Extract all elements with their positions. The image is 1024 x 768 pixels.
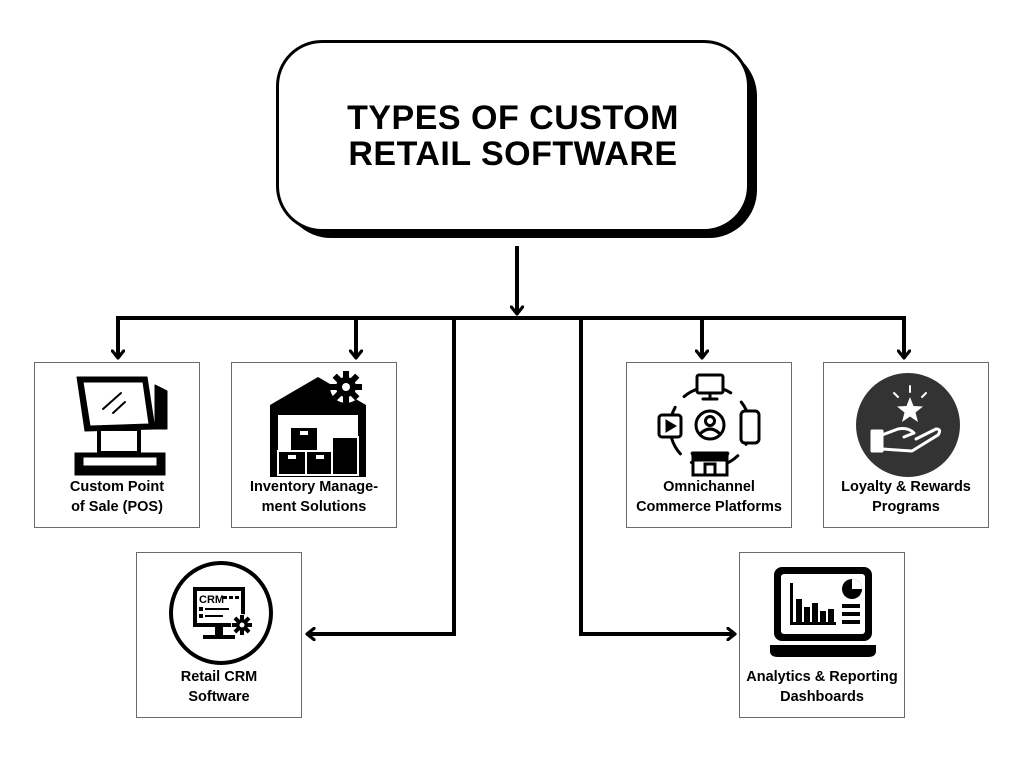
pos-terminal-icon [74, 376, 168, 476]
card-inventory-management: Inventory Manage- ment Solutions [231, 362, 397, 528]
card-label: Analytics & Reporting Dashboards [746, 669, 898, 705]
card-label: Omnichannel Commerce Platforms [636, 479, 782, 515]
title-box: TYPES OF CUSTOM RETAIL SOFTWARE [276, 40, 750, 232]
arrow-to-analytics [579, 318, 735, 634]
card-omnichannel-commerce: Omnichannel Commerce Platforms [626, 362, 792, 528]
card-label: Retail CRM Software [180, 669, 258, 705]
card-custom-pos: Custom Point of Sale (POS) [34, 362, 200, 528]
title-line-1: TYPES OF CUSTOM [347, 99, 679, 137]
hand-star-icon [856, 373, 960, 477]
crm-icon-text: CRM [199, 594, 224, 606]
crm-monitor-icon: CRM [169, 561, 273, 665]
card-label: Custom Point of Sale (POS) [69, 479, 165, 515]
card-retail-crm: CRM Retail CRM Software [136, 552, 302, 718]
card-analytics-reporting: Analytics & Reporting Dashboards [739, 552, 905, 718]
title-line-2: RETAIL SOFTWARE [348, 135, 678, 173]
warehouse-gear-icon [270, 371, 366, 477]
card-loyalty-rewards: Loyalty & Rewards Programs [823, 362, 989, 528]
card-label: Loyalty & Rewards Programs [841, 479, 971, 515]
omnichannel-cycle-icon [657, 373, 761, 477]
card-label: Inventory Manage- ment Solutions [249, 479, 379, 515]
laptop-analytics-icon [770, 567, 876, 657]
arrow-to-crm [307, 318, 456, 634]
